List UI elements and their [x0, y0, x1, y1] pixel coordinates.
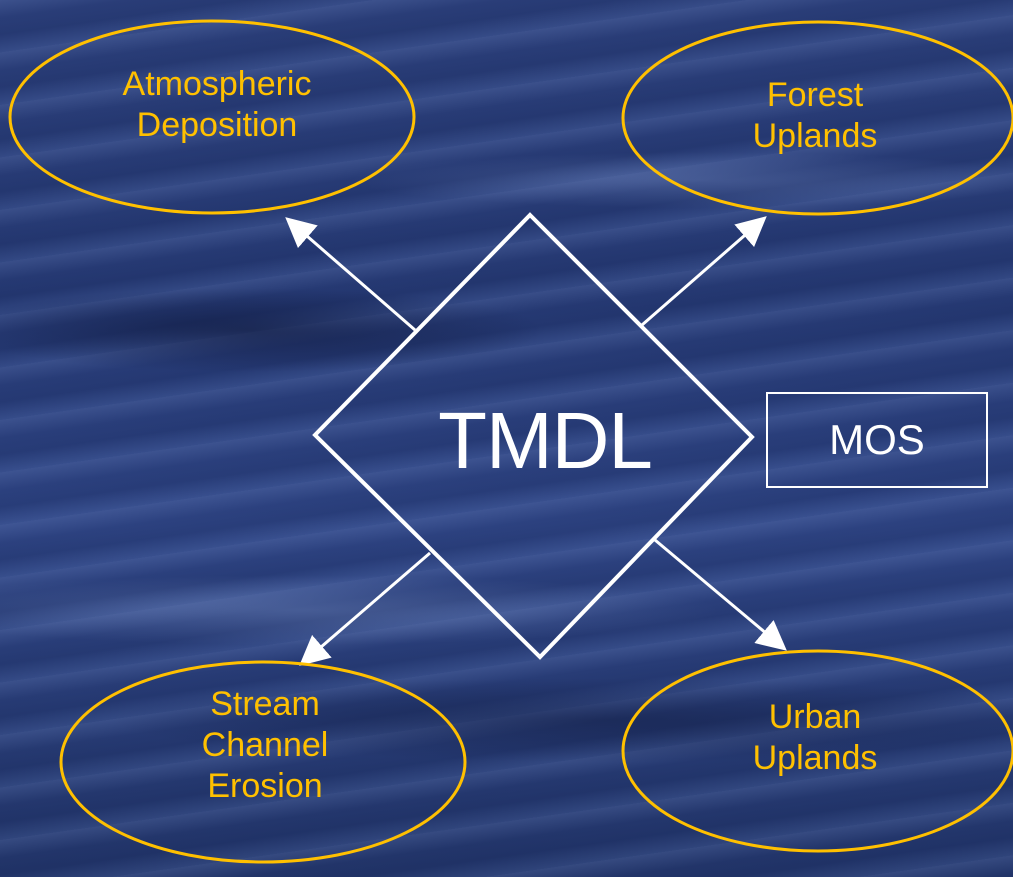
stream-channel-erosion-line-3: Erosion: [207, 767, 323, 805]
arrow-to-urban-uplands: [654, 538, 787, 651]
urban-uplands-label: Urban Uplands: [680, 697, 950, 779]
forest-uplands-ellipse: [621, 20, 1013, 216]
urban-uplands-line-1: Urban: [768, 698, 862, 736]
atmospheric-deposition-line-2: Deposition: [136, 106, 298, 144]
stream-channel-erosion-line-2: Channel: [201, 726, 329, 764]
mos-label: MOS: [829, 416, 925, 463]
urban-uplands-ellipse: [621, 649, 1013, 853]
urban-uplands-line-2: Uplands: [752, 739, 878, 777]
atmospheric-deposition-line-1: Atmospheric: [122, 65, 312, 103]
forest-uplands-line-2: Uplands: [752, 117, 878, 155]
atmospheric-deposition-label: Atmospheric Deposition: [72, 64, 362, 146]
forest-uplands-label: Forest Uplands: [680, 75, 950, 157]
atmospheric-deposition-ellipse: [8, 19, 416, 215]
tmdl-label: TMDL: [438, 396, 653, 485]
arrow-to-stream-channel-erosion: [299, 551, 431, 666]
arrow-to-atmospheric-deposition: [285, 217, 416, 332]
tmdl-diamond: [312, 212, 755, 660]
mos-box: MOS: [766, 392, 988, 488]
stream-channel-erosion-line-1: Stream: [210, 685, 320, 723]
arrow-to-forest-uplands: [641, 216, 767, 327]
forest-uplands-line-1: Forest: [766, 76, 864, 114]
stream-channel-erosion-ellipse: [59, 660, 467, 864]
stream-channel-erosion-label: Stream Channel Erosion: [130, 684, 400, 807]
